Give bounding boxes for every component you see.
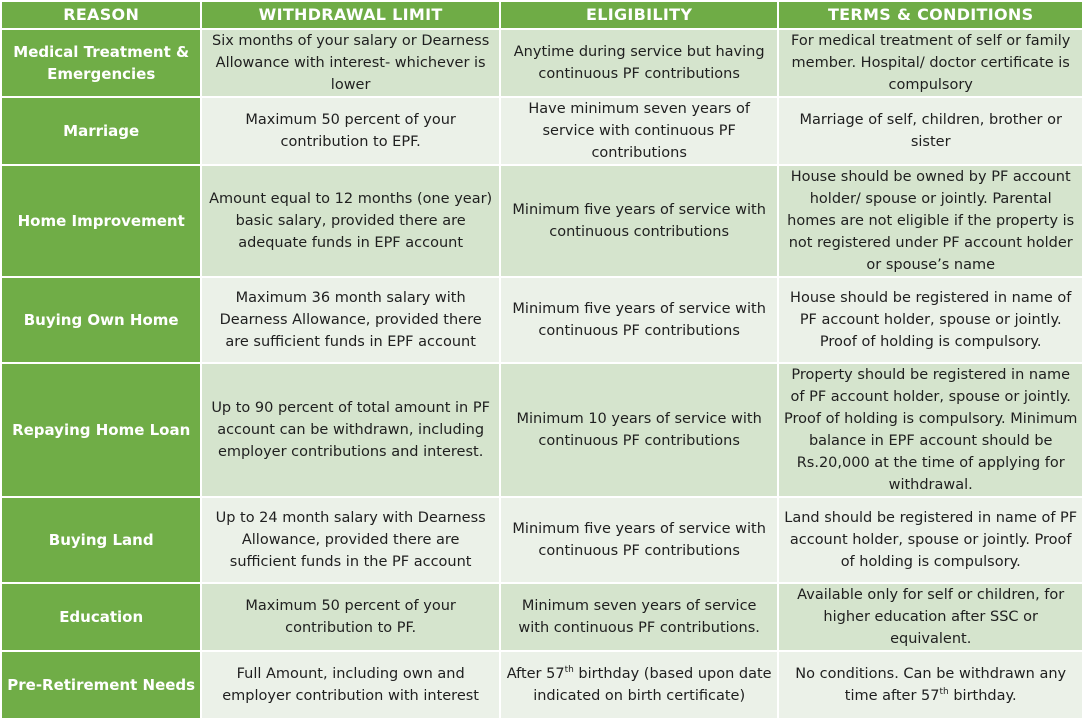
header-row: REASON WITHDRAWAL LIMIT ELIGIBILITY TERM… bbox=[2, 2, 1082, 28]
terms-text-before: No conditions. Can be withdrawn any time… bbox=[795, 666, 1067, 704]
reason-cell: Buying Own Home bbox=[2, 278, 201, 362]
table-row: Pre-Retirement Needs Full Amount, includ… bbox=[2, 652, 1082, 718]
table-row: Education Maximum 50 percent of your con… bbox=[2, 584, 1082, 650]
eligibility-text-after: birthday (based upon date indicated on b… bbox=[533, 666, 772, 704]
terms-cell: House should be registered in name of PF… bbox=[779, 278, 1082, 362]
eligibility-cell: Minimum five years of service with conti… bbox=[500, 166, 778, 276]
reason-cell: Repaying Home Loan bbox=[2, 364, 201, 496]
header-reason: REASON bbox=[2, 2, 201, 28]
terms-cell: Marriage of self, children, brother or s… bbox=[779, 98, 1082, 164]
terms-ordinal-suffix: th bbox=[939, 687, 949, 698]
header-withdrawal-limit: WITHDRAWAL LIMIT bbox=[202, 2, 499, 28]
table-row: Buying Own Home Maximum 36 month salary … bbox=[2, 278, 1082, 362]
limit-cell: Maximum 36 month salary with Dearness Al… bbox=[202, 278, 499, 362]
eligibility-cell: After 57th birthday (based upon date ind… bbox=[500, 652, 778, 718]
limit-cell: Up to 24 month salary with Dearness Allo… bbox=[202, 498, 499, 582]
limit-cell: Up to 90 percent of total amount in PF a… bbox=[202, 364, 499, 496]
limit-cell: Maximum 50 percent of your contribution … bbox=[202, 98, 499, 164]
eligibility-cell: Have minimum seven years of service with… bbox=[500, 98, 778, 164]
table-row: Marriage Maximum 50 percent of your cont… bbox=[2, 98, 1082, 164]
eligibility-cell: Minimum five years of service with conti… bbox=[500, 278, 778, 362]
terms-cell: Available only for self or children, for… bbox=[779, 584, 1082, 650]
eligibility-cell: Anytime during service but having contin… bbox=[500, 30, 778, 96]
limit-cell: Amount equal to 12 months (one year) bas… bbox=[202, 166, 499, 276]
limit-cell: Six months of your salary or Dearness Al… bbox=[202, 30, 499, 96]
terms-cell: Property should be registered in name of… bbox=[779, 364, 1082, 496]
terms-cell: House should be owned by PF account hold… bbox=[779, 166, 1082, 276]
eligibility-cell: Minimum five years of service with conti… bbox=[500, 498, 778, 582]
table-row: Repaying Home Loan Up to 90 percent of t… bbox=[2, 364, 1082, 496]
header-eligibility: ELIGIBILITY bbox=[500, 2, 778, 28]
reason-cell: Buying Land bbox=[2, 498, 201, 582]
eligibility-ordinal-suffix: th bbox=[564, 665, 574, 676]
header-terms: TERMS & CONDITIONS bbox=[779, 2, 1082, 28]
eligibility-cell: Minimum seven years of service with cont… bbox=[500, 584, 778, 650]
table-row: Home Improvement Amount equal to 12 mont… bbox=[2, 166, 1082, 276]
eligibility-text-before: After 57 bbox=[506, 666, 565, 682]
table-row: Buying Land Up to 24 month salary with D… bbox=[2, 498, 1082, 582]
reason-cell: Home Improvement bbox=[2, 166, 201, 276]
reason-cell: Education bbox=[2, 584, 201, 650]
limit-cell: Full Amount, including own and employer … bbox=[202, 652, 499, 718]
reason-cell: Marriage bbox=[2, 98, 201, 164]
reason-cell: Pre-Retirement Needs bbox=[2, 652, 201, 718]
limit-cell: Maximum 50 percent of your contribution … bbox=[202, 584, 499, 650]
reason-cell: Medical Treatment & Emergencies bbox=[2, 30, 201, 96]
terms-cell: For medical treatment of self or family … bbox=[779, 30, 1082, 96]
terms-text-after: birthday. bbox=[948, 688, 1017, 704]
terms-cell: Land should be registered in name of PF … bbox=[779, 498, 1082, 582]
eligibility-cell: Minimum 10 years of service with continu… bbox=[500, 364, 778, 496]
terms-cell: No conditions. Can be withdrawn any time… bbox=[779, 652, 1082, 718]
table-row: Medical Treatment & Emergencies Six mont… bbox=[2, 30, 1082, 96]
